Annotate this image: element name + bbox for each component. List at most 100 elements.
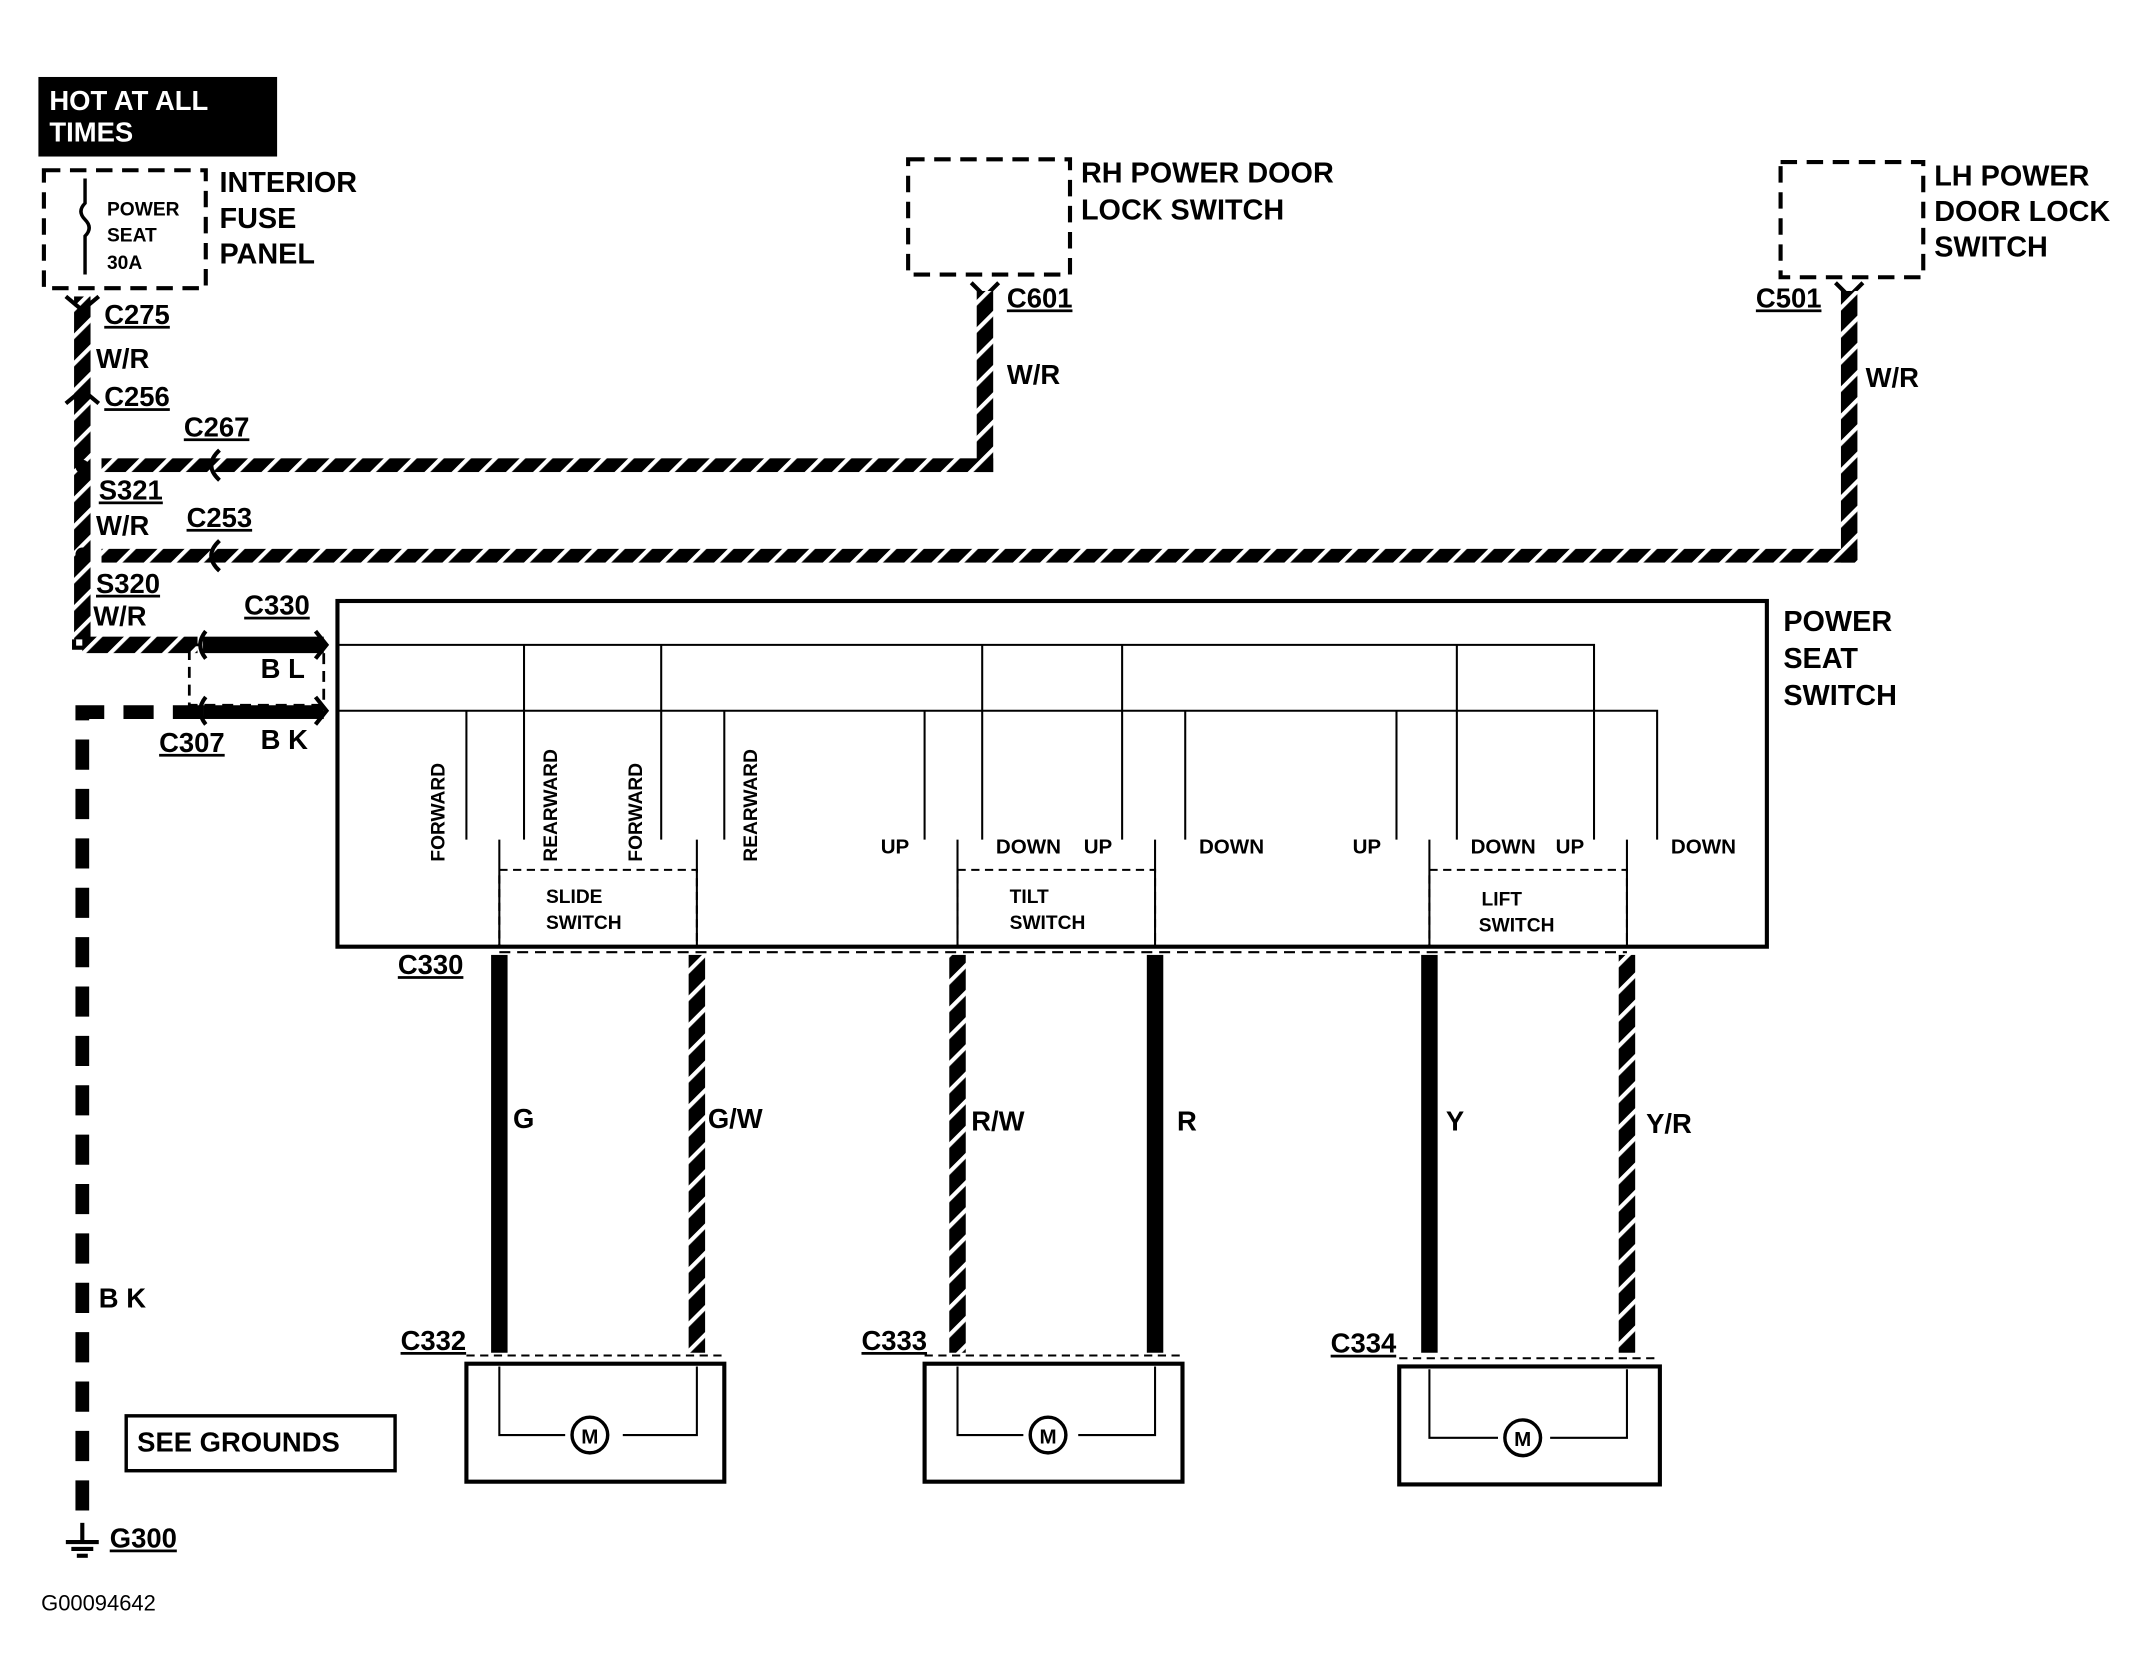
rh-switch-line1: RH POWER DOOR xyxy=(1081,158,1334,190)
hot-at-all-times-label: HOT AT ALL TIMES xyxy=(38,76,278,157)
motor-icon xyxy=(570,1415,610,1455)
wr-label-3: W/R xyxy=(93,601,147,632)
c333-label: C333 xyxy=(861,1325,927,1356)
gw-label: G/W xyxy=(708,1103,763,1134)
ground-wire-bk xyxy=(75,705,204,1523)
bk-c307-label: B K xyxy=(261,724,308,755)
c253-label: C253 xyxy=(187,502,253,533)
up4-label: UP xyxy=(1556,835,1585,858)
wr-label-1: W/R xyxy=(96,343,150,374)
y-label: Y xyxy=(1446,1106,1464,1137)
fuse-line3: 30A xyxy=(107,253,142,274)
c332-label: C332 xyxy=(401,1325,467,1356)
c601-label: C601 xyxy=(1007,282,1073,313)
ground-symbol-icon xyxy=(65,1522,99,1558)
hot-line1: HOT AT ALL xyxy=(49,85,208,116)
fuse-line2: SEAT xyxy=(107,226,157,247)
feed-wire-wr xyxy=(64,294,198,654)
bl-label: B L xyxy=(261,653,305,684)
rearward2-label: REARWARD xyxy=(741,749,762,862)
power-seat-switch-line3: SWITCH xyxy=(1783,680,1897,712)
c307-label: C307 xyxy=(159,727,225,758)
wire-rw xyxy=(949,954,966,1353)
lh-switch-line1: LH POWER xyxy=(1934,160,2089,192)
c275-connector-icon xyxy=(64,294,101,313)
lift-motor: M xyxy=(1397,1357,1662,1487)
forward2-label: FORWARD xyxy=(626,763,647,862)
wire-g xyxy=(491,954,508,1353)
s320-label: S320 xyxy=(96,568,160,599)
wr-label-2: W/R xyxy=(96,510,150,541)
up1-label: UP xyxy=(881,835,910,858)
motor-symbol: M xyxy=(1514,1428,1531,1451)
fuse-symbol-icon xyxy=(79,178,91,275)
c334-label: C334 xyxy=(1331,1328,1397,1359)
fuse-panel-line1: INTERIOR xyxy=(219,167,357,199)
wr-c501-label: W/R xyxy=(1866,362,1920,393)
c256-label: C256 xyxy=(104,381,170,412)
r-label: R xyxy=(1177,1106,1197,1137)
g-label: G xyxy=(513,1103,534,1134)
c330-bottom-label: C330 xyxy=(398,949,464,980)
tilt-motor: M xyxy=(922,1354,1185,1484)
c275-label: C275 xyxy=(104,299,170,330)
s321-splice-icon xyxy=(75,459,90,474)
lift-switch-line2: SWITCH xyxy=(1479,916,1555,937)
down2-label: DOWN xyxy=(1199,835,1264,858)
power-seat-switch-line2: SEAT xyxy=(1783,643,1858,675)
wire-yr xyxy=(1618,954,1636,1353)
up2-label: UP xyxy=(1084,835,1113,858)
rh-switch-wire xyxy=(976,290,994,473)
s320-splice-icon xyxy=(75,547,90,562)
motor-icon xyxy=(1028,1415,1068,1455)
bk-wire xyxy=(203,705,324,719)
rh-power-door-lock-switch: RH POWER DOOR LOCK SWITCH xyxy=(906,157,1334,300)
hot-line2: TIMES xyxy=(49,116,133,147)
fuse-panel-line2: FUSE xyxy=(219,203,296,235)
lh-switch-wire xyxy=(1840,290,1858,563)
c267-wire xyxy=(101,458,994,473)
tilt-switch-line2: SWITCH xyxy=(1010,913,1086,934)
lh-switch-line3: SWITCH xyxy=(1934,232,2048,264)
rh-switch-line2: LOCK SWITCH xyxy=(1081,195,1284,227)
wire-y xyxy=(1421,954,1438,1353)
slide-motor: M xyxy=(464,1354,727,1484)
fuse-line1: POWER xyxy=(107,200,180,221)
see-grounds-box xyxy=(124,1414,397,1473)
up3-label: UP xyxy=(1353,835,1382,858)
tilt-switch-line1: TILT xyxy=(1010,887,1049,908)
bk-ground-label: B K xyxy=(99,1282,146,1313)
yr-label: Y/R xyxy=(1646,1108,1692,1139)
see-grounds-label: SEE GROUNDS xyxy=(137,1427,340,1458)
lift-switch-line1: LIFT xyxy=(1482,890,1523,911)
interior-fuse-panel: POWER SEAT 30A INTERIOR FUSE PANEL xyxy=(41,167,357,291)
c501-label: C501 xyxy=(1756,282,1822,313)
wire-gw xyxy=(688,954,706,1353)
lh-power-door-lock-switch: LH POWER DOOR LOCK SWITCH xyxy=(1778,159,2110,300)
rw-label: R/W xyxy=(971,1106,1024,1137)
rearward1-label: REARWARD xyxy=(541,749,562,862)
c267-label: C267 xyxy=(184,411,250,442)
down4-label: DOWN xyxy=(1671,835,1736,858)
c256-connector-icon xyxy=(64,387,101,406)
fuse-panel-line3: PANEL xyxy=(219,239,314,271)
lh-switch-line2: DOOR LOCK xyxy=(1934,196,2110,228)
slide-switch-line1: SLIDE xyxy=(546,887,603,908)
c253-connector-icon xyxy=(209,539,221,573)
motor-symbol: M xyxy=(581,1425,598,1448)
c267-connector-icon xyxy=(209,448,221,482)
c330-top-label: C330 xyxy=(244,590,310,621)
figure-code: G00094642 xyxy=(41,1591,156,1616)
down1-label: DOWN xyxy=(996,835,1061,858)
forward1-label: FORWARD xyxy=(428,763,449,862)
motor-icon xyxy=(1503,1418,1543,1458)
motor-symbol: M xyxy=(1039,1425,1056,1448)
power-seat-switch: POWER SEAT SWITCH FORWARD REARWARD FORWA… xyxy=(335,598,1897,954)
c253-wire xyxy=(101,548,1858,563)
wire-r xyxy=(1146,954,1164,1353)
g300-label: G300 xyxy=(110,1523,177,1554)
wr-c601-label: W/R xyxy=(1007,359,1061,390)
down3-label: DOWN xyxy=(1471,835,1536,858)
power-seat-switch-line1: POWER xyxy=(1783,606,1892,638)
